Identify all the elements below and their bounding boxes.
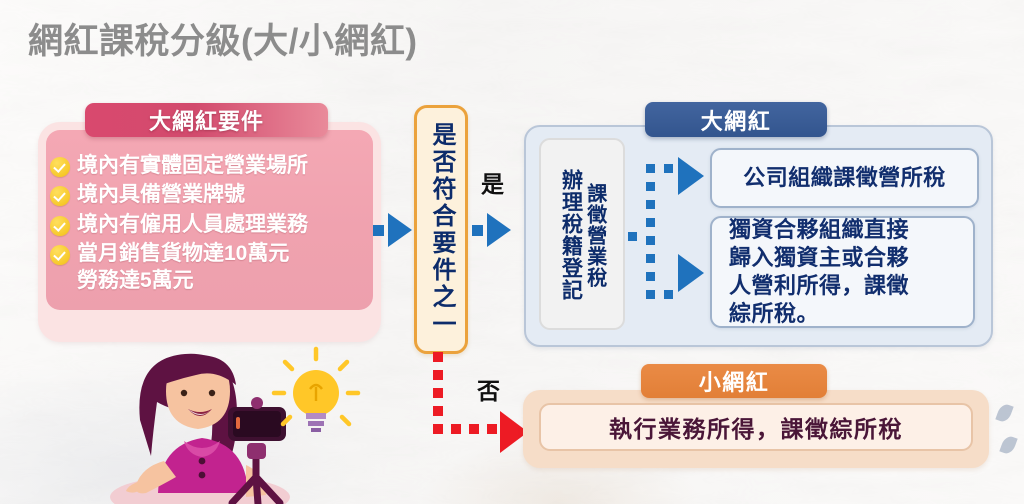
- dotted-connector-dot: [469, 424, 479, 434]
- dotted-connector-dot: [433, 388, 443, 398]
- outcome-box-partnership: 獨資合夥組織直接 歸入獨資主或合夥 人營利所得，課徵 綜所稅。: [710, 216, 975, 328]
- small-influencer-outcome-box: 執行業務所得，課徵綜所稅: [539, 403, 973, 451]
- dotted-connector-dot: [451, 424, 461, 434]
- requirement-text: 境內有實體固定營業場所: [77, 154, 308, 177]
- dotted-connector-dot: [628, 232, 637, 241]
- leaf-decoration-icon: [995, 402, 1014, 424]
- requirements-header-label: 大網紅要件: [148, 109, 264, 134]
- dotted-connector-dot: [646, 254, 655, 263]
- flow-arrow-to-decision: [373, 213, 412, 247]
- dotted-connector-dot: [646, 290, 655, 299]
- requirement-text: 境內有僱用人員處理業務: [77, 212, 308, 236]
- page-title: 網紅課稅分級(大/小網紅): [28, 22, 418, 61]
- flow-arrow-yes: [472, 213, 511, 247]
- requirements-list: 境內有實體固定營業場所 境內具備營業牌號 境內有僱用人員處理業務 當月銷售貨物達…: [50, 152, 380, 296]
- outcome-text: 執行業務所得，課徵綜所稅: [609, 416, 903, 442]
- decision-box: 是否符合要件之一: [414, 105, 468, 354]
- dotted-connector-dot: [664, 164, 673, 173]
- check-circle-icon: [50, 244, 70, 265]
- dotted-connector-dot: [433, 370, 443, 380]
- dotted-connector-dot: [433, 424, 443, 434]
- arrow-tail: [373, 224, 384, 236]
- dotted-connector-dot: [433, 406, 443, 416]
- big-influencer-header-label: 大網紅: [700, 108, 772, 134]
- requirement-text: 境內具備營業牌號: [77, 183, 245, 207]
- dotted-connector-dot: [646, 218, 655, 227]
- dotted-connector-dot: [646, 182, 655, 191]
- leaf-decoration-icon: [999, 434, 1018, 456]
- no-branch-label: 否: [477, 378, 500, 404]
- step-label-2: 課徵營業稅: [583, 182, 606, 288]
- check-circle-icon: [50, 157, 70, 177]
- list-item: 境內具備營業牌號: [50, 181, 380, 208]
- dotted-connector-dot: [646, 164, 655, 173]
- outcome-text: 獨資合夥組織直接 歸入獨資主或合夥 人營利所得，課徵 綜所稅。: [729, 216, 910, 327]
- list-item: 當月銷售貨物達10萬元 勞務達5萬元: [50, 240, 380, 295]
- dotted-connector-dot: [646, 236, 655, 245]
- list-item: 境內有僱用人員處理業務: [50, 211, 380, 238]
- arrow-head-icon: [487, 213, 511, 247]
- check-circle-icon: [50, 186, 70, 207]
- requirement-text: 當月銷售貨物達10萬元 勞務達5萬元: [77, 241, 290, 293]
- requirements-panel-body: [46, 130, 373, 310]
- decision-label: 是否符合要件之一: [428, 121, 455, 338]
- big-influencer-header: 大網紅: [645, 102, 827, 137]
- dotted-connector-dot: [664, 290, 673, 299]
- dotted-connector-dot: [487, 424, 497, 434]
- arrow-head-icon: [678, 157, 704, 195]
- yes-branch-label: 是: [481, 171, 504, 197]
- requirements-panel-header: 大網紅要件: [85, 103, 328, 137]
- big-influencer-steps-box: 課徵營業稅 辦理稅籍登記: [539, 138, 625, 330]
- arrow-tail: [472, 224, 483, 236]
- arrow-head-icon: [388, 213, 412, 247]
- small-influencer-header: 小網紅: [641, 364, 827, 398]
- step-label-1: 辦理稅籍登記: [559, 169, 583, 301]
- influencer-filming-illustration: [110, 346, 361, 504]
- dotted-connector-dot: [646, 272, 655, 281]
- small-influencer-header-label: 小網紅: [698, 370, 770, 395]
- arrow-head-icon: [678, 254, 704, 292]
- dotted-connector-dot: [433, 352, 443, 362]
- outcome-text: 公司組織課徵營所稅: [743, 164, 946, 190]
- list-item: 境內有實體固定營業場所: [50, 152, 380, 179]
- dotted-connector-dot: [646, 200, 655, 209]
- outcome-box-company: 公司組織課徵營所稅: [710, 148, 979, 208]
- check-circle-icon: [50, 215, 70, 236]
